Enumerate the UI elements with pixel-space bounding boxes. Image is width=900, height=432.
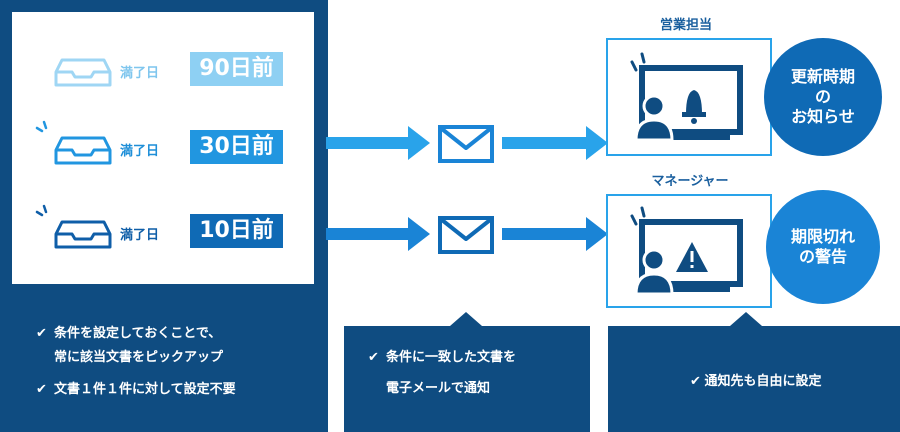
middle-text-line1: 条件に一致した文書を xyxy=(386,350,517,365)
middle-text-line2: 電子メールで通知 xyxy=(386,381,491,396)
alert-spark-icon xyxy=(630,52,646,72)
bullet-text: 条件を設定しておくことで、 xyxy=(54,326,222,341)
bullet-text: 文書１件１件に対して設定不要 xyxy=(54,382,236,397)
manager-monitor-illustration xyxy=(630,206,743,296)
mail-icon xyxy=(438,125,494,163)
person-icon xyxy=(634,94,674,142)
check-icon: ✔ xyxy=(690,374,701,389)
manager-bubble-text: 期限切れ の警告 xyxy=(790,227,855,266)
mail-icon xyxy=(438,216,494,254)
bullet-condition-setting-cont: 常に該当文書をピックアップ xyxy=(54,346,223,365)
middle-description: ✔ 条件に一致した文書を 電子メールで通知 xyxy=(344,346,590,396)
sales-notice-bubble: 更新時期 の お知らせ xyxy=(764,38,882,156)
inbox-tray-icon xyxy=(54,220,112,249)
condition-row-10: 満了日 10日前 xyxy=(12,204,314,264)
arrow-right-icon xyxy=(502,217,608,251)
right-text: 通知先も自由に設定 xyxy=(704,374,822,389)
sales-monitor-illustration xyxy=(630,52,743,142)
sales-bubble-text: 更新時期 の お知らせ xyxy=(790,67,855,126)
check-icon: ✔ xyxy=(36,382,47,397)
arrow-right-icon xyxy=(326,126,430,160)
manager-role-label: マネージャー xyxy=(651,174,729,189)
manager-warning-bubble: 期限切れ の警告 xyxy=(766,190,880,304)
bullet-condition-setting: ✔ 条件を設定しておくことで、 xyxy=(36,322,221,341)
right-box-shape xyxy=(608,312,900,432)
bell-icon xyxy=(682,90,706,124)
expiry-conditions-card: 満了日 90日前 満了日 30日前 満了日 10日前 xyxy=(12,12,314,284)
alert-spark-icon xyxy=(630,206,646,226)
expiry-label: 満了日 xyxy=(120,228,160,243)
warning-icon xyxy=(676,242,708,272)
days-before-badge: 10日前 xyxy=(190,214,283,248)
condition-row-30: 満了日 30日前 xyxy=(12,120,314,180)
inbox-tray-icon xyxy=(54,136,112,165)
bullet-no-per-document: ✔ 文書１件１件に対して設定不要 xyxy=(36,378,236,397)
sales-screen-card xyxy=(606,38,772,156)
check-icon: ✔ xyxy=(36,326,47,341)
arrow-right-icon xyxy=(326,217,430,251)
alert-spark-icon xyxy=(35,204,48,217)
bullet-text: 常に該当文書をピックアップ xyxy=(54,350,224,365)
person-icon xyxy=(634,248,674,296)
right-description: ✔通知先も自由に設定 xyxy=(608,370,900,389)
expiry-label: 満了日 xyxy=(120,66,160,81)
middle-box-shape xyxy=(344,312,590,432)
flow-arrows xyxy=(326,125,608,254)
days-before-badge: 90日前 xyxy=(190,52,283,86)
days-before-badge: 30日前 xyxy=(190,130,283,164)
check-icon: ✔ xyxy=(368,350,379,365)
inbox-tray-icon xyxy=(54,58,112,87)
manager-screen-card xyxy=(606,194,772,308)
arrow-right-icon xyxy=(502,126,608,160)
condition-row-90: 満了日 90日前 xyxy=(12,42,314,102)
alert-spark-icon xyxy=(35,120,48,133)
sales-role-label: 営業担当 xyxy=(659,18,712,33)
expiry-label: 満了日 xyxy=(120,144,160,159)
